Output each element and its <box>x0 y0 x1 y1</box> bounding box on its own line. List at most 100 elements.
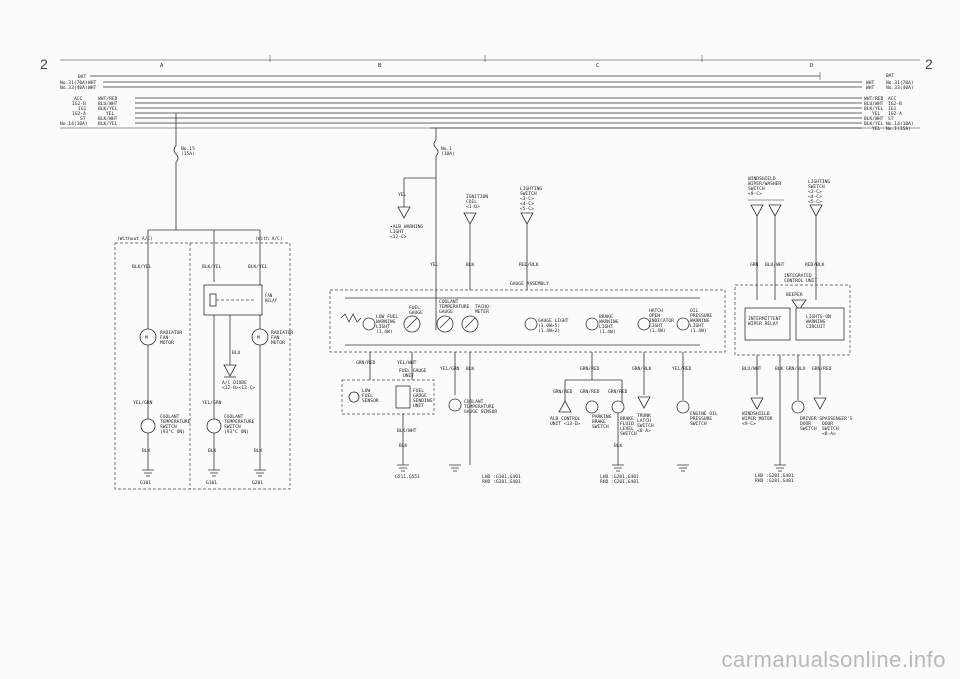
svg-text:BLU/WHT: BLU/WHT <box>742 366 762 372</box>
zone-d: D <box>810 63 813 69</box>
svg-text:BLK/YEL: BLK/YEL <box>864 106 884 112</box>
svg-text:BLK/YEL: BLK/YEL <box>98 121 118 127</box>
svg-text:BLK/YEL: BLK/YEL <box>202 264 222 270</box>
svg-text:No.31(70A): No.31(70A) <box>886 80 914 86</box>
svg-text:BLK/WHT: BLK/WHT <box>864 116 884 122</box>
svg-text:(1.4W×2): (1.4W×2) <box>538 328 560 334</box>
svg-text:YEL/GRN: YEL/GRN <box>133 400 153 406</box>
svg-text:(Without A/C): (Without A/C) <box>117 236 153 242</box>
integrated-control-unit <box>734 284 851 356</box>
svg-text:<12-B><12-C>: <12-B><12-C> <box>222 385 255 391</box>
svg-text:RELAY: RELAY <box>265 298 278 303</box>
svg-text:LOW FUEL: LOW FUEL <box>376 314 398 320</box>
radiator-fan-motor-a <box>139 328 157 346</box>
right-section: WINDSHIELD WIPER/WASHER SWITCH <9-C> LIG… <box>734 176 853 484</box>
svg-text:BRAKE: BRAKE <box>620 416 634 422</box>
svg-text:IG2-A: IG2-A <box>888 111 902 117</box>
svg-text:ST: ST <box>888 116 894 122</box>
svg-text:(1.4W): (1.4W) <box>649 328 666 334</box>
svg-text:WARNING: WARNING <box>690 318 710 324</box>
svg-text:BLK: BLK <box>142 448 151 454</box>
svg-text:INDICATOR: INDICATOR <box>649 318 674 324</box>
svg-text:SENSOR: SENSOR <box>362 398 379 404</box>
svg-text:SWITCH: SWITCH <box>748 186 765 192</box>
svg-text:<9-C>: <9-C> <box>748 191 762 197</box>
svg-text:IG2-B: IG2-B <box>888 101 902 107</box>
svg-text:IG2-A: IG2-A <box>72 111 86 117</box>
gauge-assembly: GAUGE ASSEMBLY LOW FUEL WARNING LIGHT (1… <box>329 281 726 353</box>
svg-text:BLK: BLK <box>208 448 217 454</box>
svg-text:WINDSHIELD: WINDSHIELD <box>748 176 776 182</box>
svg-text:YEL/GRN: YEL/GRN <box>440 366 460 372</box>
svg-text:(93°C ON): (93°C ON) <box>160 429 185 435</box>
svg-text:ENGINE OIL: ENGINE OIL <box>690 411 718 417</box>
svg-text:BLK: BLK <box>399 443 408 449</box>
svg-text:GRN: GRN <box>750 262 759 268</box>
svg-text:COOLANT: COOLANT <box>464 399 484 405</box>
svg-text:SWITCH: SWITCH <box>637 423 654 429</box>
svg-text:<4-C>: <4-C> <box>520 201 534 207</box>
svg-text:<8-A>: <8-A> <box>822 431 836 437</box>
svg-text:LIGHT: LIGHT <box>649 323 663 329</box>
fuse-no15: No.15 (15A) <box>173 113 195 230</box>
svg-text:No.33(40A): No.33(40A) <box>60 85 88 91</box>
svg-text:GAUGE LIGHT: GAUGE LIGHT <box>538 318 569 324</box>
svg-text:DRIVER'S: DRIVER'S <box>800 416 822 422</box>
svg-text:RHD :G201,G401: RHD :G201,G401 <box>755 478 794 484</box>
svg-text:GRN/RED: GRN/RED <box>580 366 600 372</box>
svg-text:SWITCH: SWITCH <box>800 426 817 432</box>
svg-text:GRN/RED: GRN/RED <box>553 389 573 395</box>
svg-text:SWITCH: SWITCH <box>808 184 825 190</box>
mid-inputs: YEL •ALB WARNING LIGHT <12-C> IGNITION C… <box>390 178 542 290</box>
svg-text:LIGHTS-ON: LIGHTS-ON <box>806 314 831 320</box>
svg-text:No.15: No.15 <box>181 146 195 152</box>
svg-text:LIGHT: LIGHT <box>376 324 390 330</box>
svg-text:No.31(70A): No.31(70A) <box>60 80 88 86</box>
svg-text:G101: G101 <box>206 480 217 486</box>
svg-text:IGNITION: IGNITION <box>466 194 488 200</box>
svg-text:TEMPERATURE: TEMPERATURE <box>224 419 255 425</box>
svg-text:TEMPERATURE: TEMPERATURE <box>160 419 191 425</box>
svg-text:OIL: OIL <box>690 308 699 314</box>
svg-text:LIGHTING: LIGHTING <box>808 179 830 185</box>
svg-text:(3.0W×5): (3.0W×5) <box>538 323 560 329</box>
svg-text:GAUGE ASSEMBLY: GAUGE ASSEMBLY <box>510 281 549 287</box>
svg-text:BLK: BLK <box>466 262 475 268</box>
svg-text:RED/BLK: RED/BLK <box>805 262 825 268</box>
svg-text:SWITCH: SWITCH <box>620 431 637 437</box>
svg-text:LOW: LOW <box>362 388 371 394</box>
svg-text:LHD :G201,G401: LHD :G201,G401 <box>600 474 639 480</box>
svg-text:WARNING: WARNING <box>599 319 619 325</box>
svg-text:SWITCH: SWITCH <box>822 426 839 432</box>
zone-c: C <box>596 63 599 69</box>
svg-text:WHT: WHT <box>866 80 875 86</box>
svg-text:ST: ST <box>80 116 86 122</box>
svg-text:WHT: WHT <box>88 80 97 86</box>
svg-text:OPEN: OPEN <box>649 313 660 319</box>
svg-text:COOLANT: COOLANT <box>439 299 459 305</box>
svg-text:WHT/RED: WHT/RED <box>98 96 118 102</box>
svg-text:PASSENGER'S: PASSENGER'S <box>822 416 853 422</box>
svg-text:GRN/RED: GRN/RED <box>608 389 628 395</box>
svg-text:FAN: FAN <box>271 335 280 341</box>
svg-text:IG1: IG1 <box>78 106 87 112</box>
svg-text:LEVEL: LEVEL <box>620 426 634 432</box>
zone-b: B <box>378 63 382 69</box>
page-number-right: 2 <box>925 56 933 72</box>
svg-text:FUEL: FUEL <box>409 305 420 311</box>
svg-text:RED/BLK: RED/BLK <box>519 262 539 268</box>
svg-text:SWITCH: SWITCH <box>592 424 609 430</box>
svg-text:BLU/WHT: BLU/WHT <box>864 101 884 107</box>
svg-text:COOLANT: COOLANT <box>224 414 244 420</box>
svg-text:CONTROL UNIT: CONTROL UNIT <box>784 278 817 284</box>
svg-text:FUEL: FUEL <box>362 393 373 399</box>
svg-text:MOTOR: MOTOR <box>271 340 285 346</box>
svg-text:WIPER MOTOR: WIPER MOTOR <box>742 416 773 422</box>
svg-text:FUEL GAUGE: FUEL GAUGE <box>399 368 427 374</box>
svg-text:WARNING: WARNING <box>376 319 396 325</box>
svg-text:(15A): (15A) <box>181 151 195 157</box>
svg-text:BLK/YEL: BLK/YEL <box>248 264 268 270</box>
svg-text:IG1: IG1 <box>888 106 897 112</box>
svg-text:GAUGE SENSOR: GAUGE SENSOR <box>464 409 497 415</box>
svg-text:WARNING: WARNING <box>806 319 826 325</box>
